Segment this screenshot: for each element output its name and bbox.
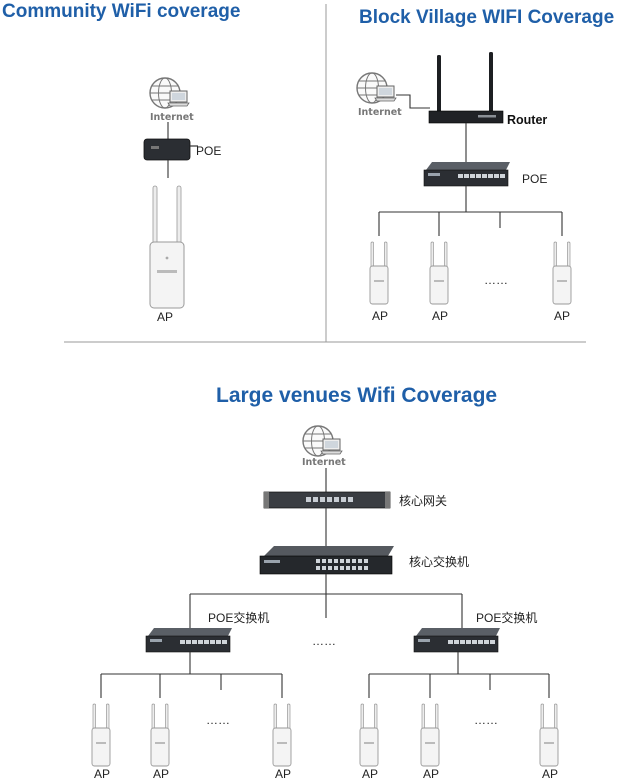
village-title: Block Village WIFI Coverage — [359, 7, 614, 28]
community-internet-icon — [149, 77, 190, 109]
village-ap-label: AP — [554, 309, 570, 323]
village-poe-switch-icon — [423, 161, 511, 187]
large-core-switch-label: 核心交换机 — [409, 554, 469, 569]
large-left-ap-icon — [150, 703, 170, 767]
large-poe-switch-right-label: POE交换机 — [476, 610, 537, 625]
village-link-internet-router — [396, 94, 430, 109]
large-internet-icon — [302, 425, 343, 457]
large-title: Large venues Wifi Coverage — [216, 384, 497, 407]
large-left-ap-label: AP — [153, 767, 169, 781]
village-ap-label: AP — [372, 309, 388, 323]
large-poe-switch-left-icon — [145, 627, 233, 653]
large-left-ap-icon — [91, 703, 111, 767]
community-title: Community WiFi coverage — [2, 1, 240, 22]
community-internet-label: Internet — [150, 112, 194, 123]
large-gateway-label: 核心网关 — [399, 494, 447, 508]
large-left-ap-icon — [272, 703, 292, 767]
community-ap-label: AP — [157, 310, 173, 324]
village-ap-icon — [429, 241, 449, 305]
village-ap-icon — [369, 241, 389, 305]
large-core-switch-icon — [259, 546, 394, 575]
village-ap-icon — [552, 241, 572, 305]
large-right-ap-icon — [420, 703, 440, 767]
large-left-ap-label: AP — [94, 767, 110, 781]
large-left-ellipsis: …… — [206, 713, 230, 727]
large-right-ap-icon — [539, 703, 559, 767]
large-left-ap-label: AP — [275, 767, 291, 781]
village-router-icon — [428, 52, 504, 124]
large-gateway-icon — [263, 491, 391, 509]
community-ap-icon — [149, 185, 185, 309]
large-right-ap-label: AP — [542, 767, 558, 781]
community-poe-injector-icon — [143, 138, 198, 161]
village-ap-label: AP — [432, 309, 448, 323]
village-router-label: Router — [507, 113, 547, 127]
village-ellipsis: …… — [484, 273, 508, 287]
large-right-ellipsis: …… — [474, 713, 498, 727]
large-right-ap-label: AP — [362, 767, 378, 781]
village-internet-label: Internet — [358, 107, 402, 118]
large-poe-switch-right-icon — [413, 627, 501, 653]
large-right-ap-label: AP — [423, 767, 439, 781]
village-internet-icon — [356, 72, 397, 104]
large-right-ap-icon — [359, 703, 379, 767]
large-internet-label: Internet — [302, 457, 346, 468]
village-poe-label: POE — [522, 172, 547, 186]
large-ellipsis-mid: …… — [312, 634, 336, 648]
community-poe-label: POE — [196, 144, 221, 158]
large-poe-switch-left-label: POE交换机 — [208, 610, 269, 625]
